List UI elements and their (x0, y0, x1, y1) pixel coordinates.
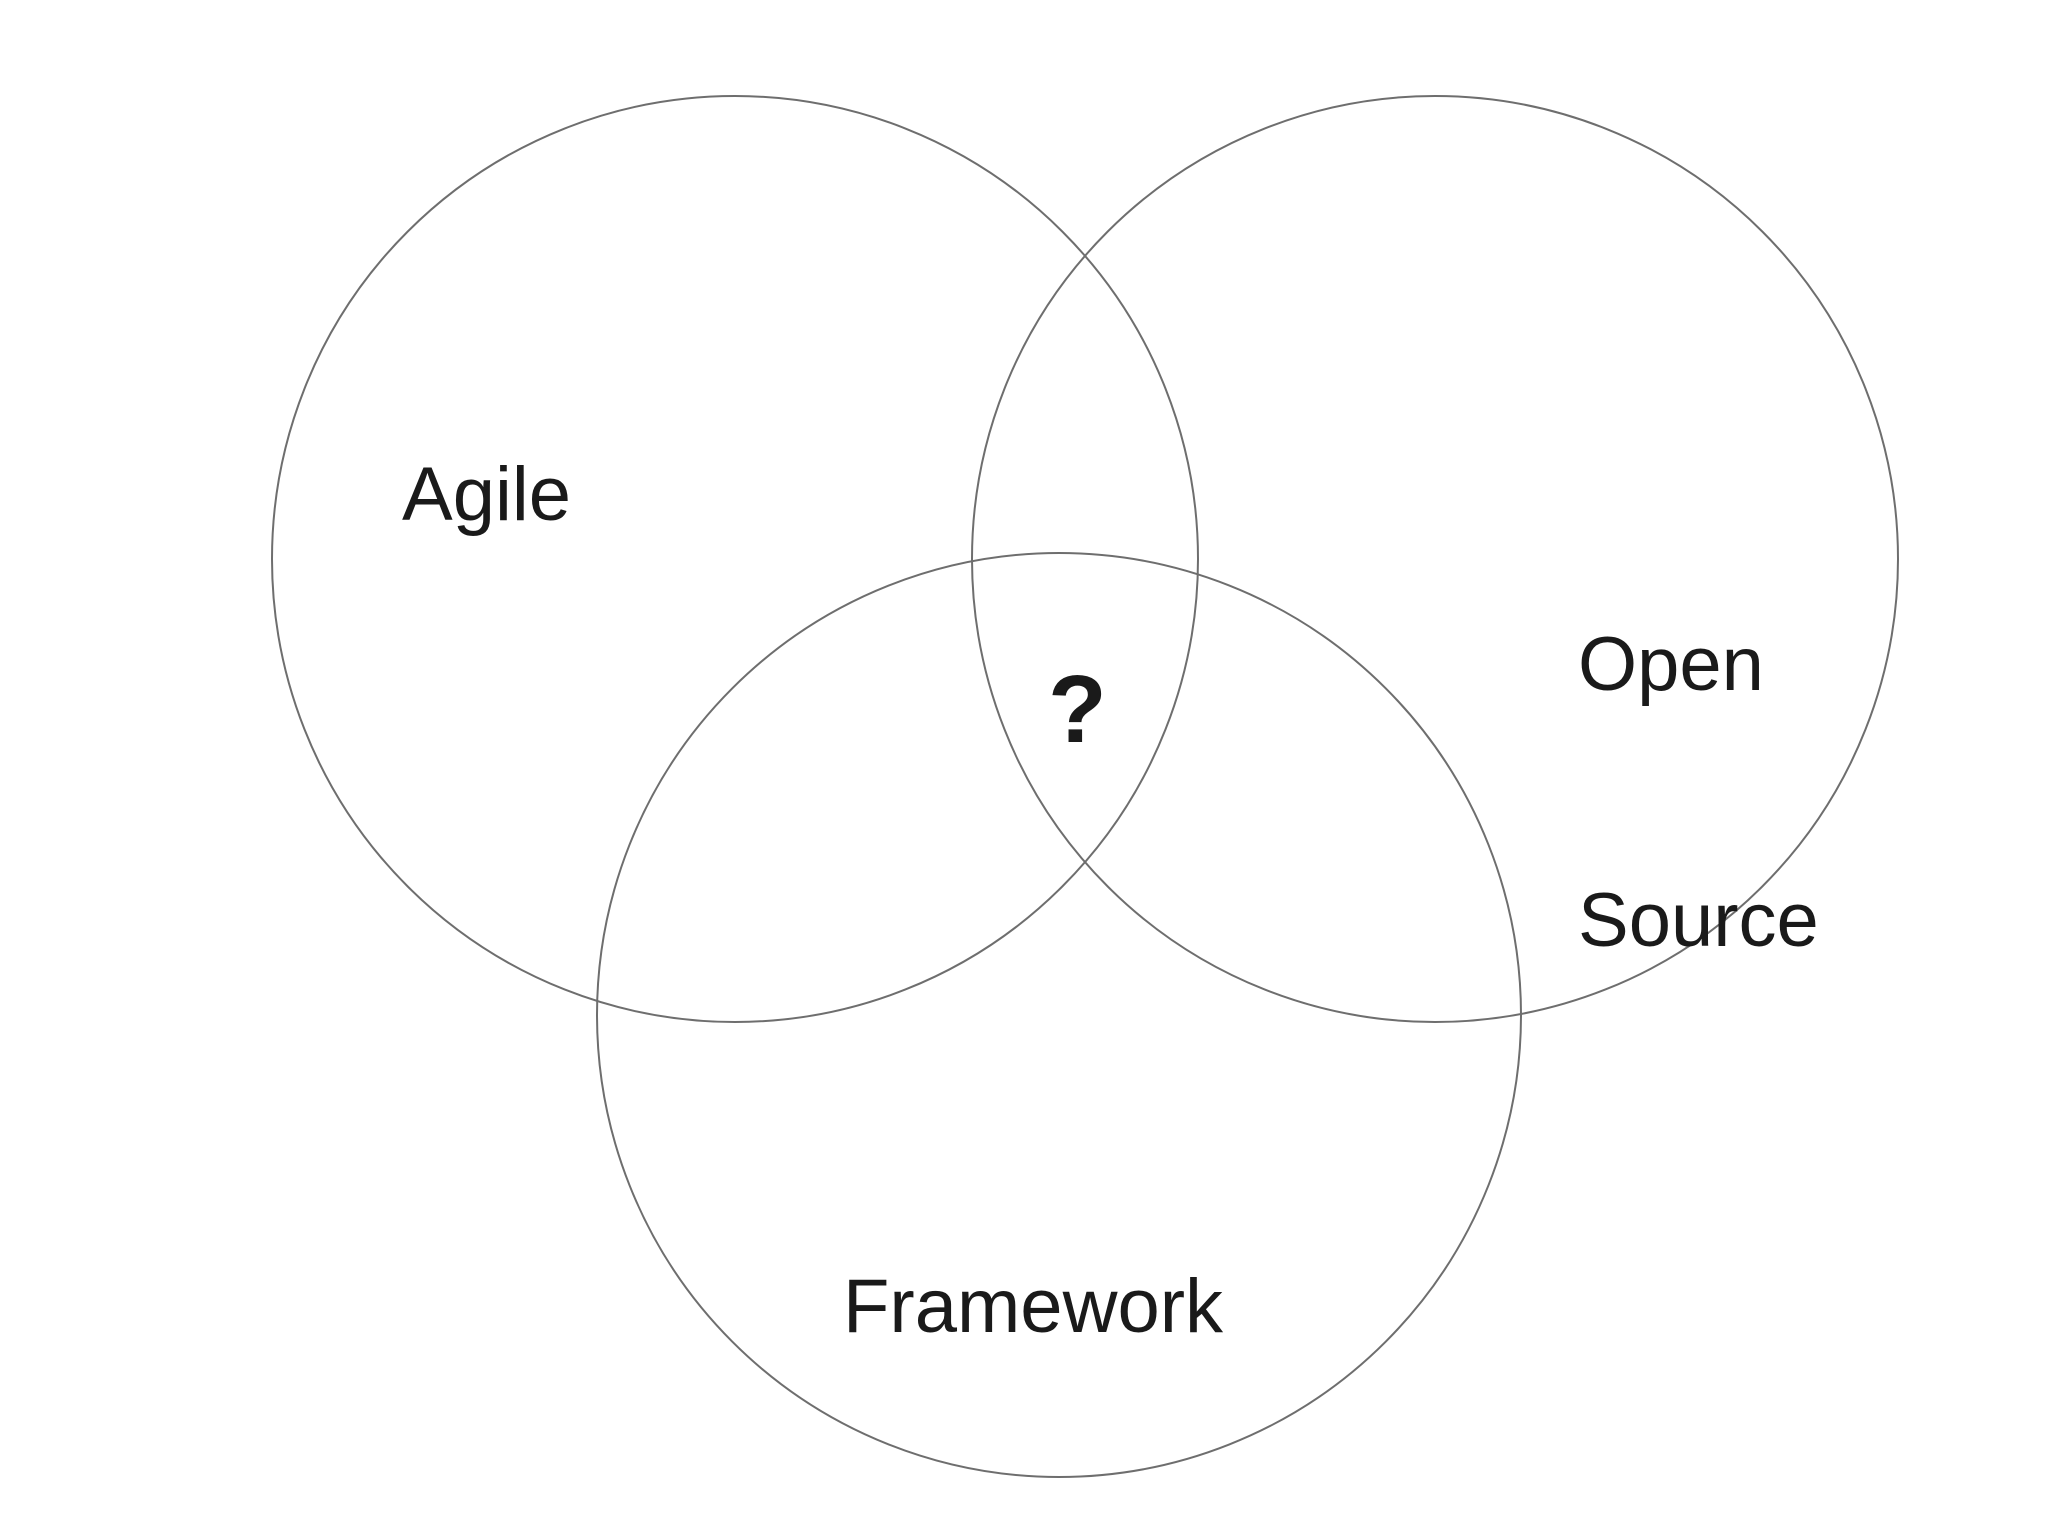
venn-label-framework: Framework (843, 1264, 1224, 1349)
venn-label-open-source-line2: Source (1578, 877, 1819, 963)
venn-circle-open-source[interactable] (972, 96, 1898, 1022)
venn-circle-framework[interactable] (597, 553, 1521, 1477)
venn-label-open-source: Open Source (1578, 452, 1819, 1133)
venn-label-agile: Agile (402, 452, 571, 537)
venn-circle-agile[interactable] (272, 96, 1198, 1022)
venn-center-question-mark: ? (1048, 656, 1107, 763)
venn-label-open-source-line1: Open (1578, 622, 1764, 708)
